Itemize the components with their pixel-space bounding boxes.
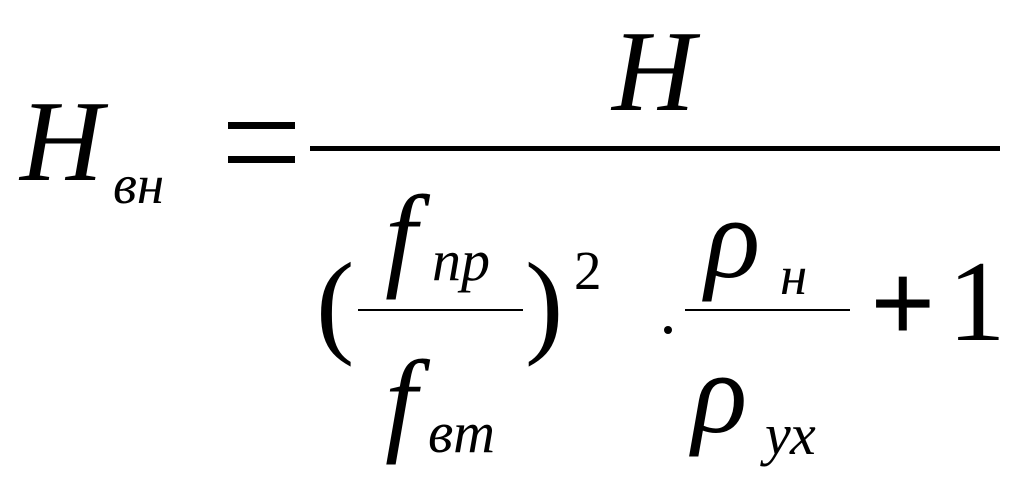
ratio1-bar	[358, 309, 523, 311]
open-paren: (	[316, 240, 355, 367]
close-paren: )	[525, 240, 564, 367]
exponent: 2	[574, 240, 602, 301]
numerator-symbol: H	[612, 8, 696, 135]
f-numerator: f	[385, 173, 417, 300]
f-denominator: f	[385, 338, 417, 465]
rho-denominator: ρ	[692, 330, 748, 457]
lhs-subscript: вн	[113, 154, 165, 215]
plus-sign: +	[870, 240, 936, 367]
f-numerator-subscript: пр	[432, 228, 490, 293]
constant-one: 1	[948, 238, 1006, 365]
multiplication-dot	[664, 326, 672, 334]
main-fraction-bar	[310, 146, 1000, 151]
rho-denominator-subscript: ух	[765, 402, 816, 467]
ratio2-bar	[685, 309, 850, 311]
lhs-symbol: H	[20, 78, 104, 205]
rho-numerator-subscript: н	[780, 245, 808, 306]
rho-numerator: ρ	[705, 175, 761, 302]
f-denominator-subscript: вт	[428, 400, 496, 465]
